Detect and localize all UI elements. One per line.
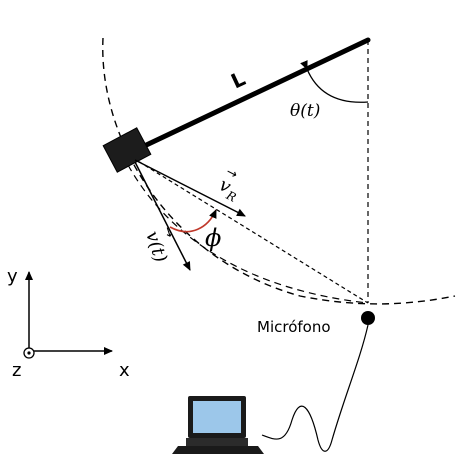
laptop-hinge: [186, 438, 248, 446]
axis-z-label: z: [12, 360, 21, 381]
radial-velocity-arrow: [134, 159, 246, 217]
microphone-dot-icon: [361, 311, 375, 325]
microphone-label: Micrófono: [257, 318, 331, 336]
speaker-block-icon: [102, 127, 152, 173]
inner-arc-dashed: [127, 164, 369, 304]
laptop-base: [172, 446, 264, 454]
laptop-screen: [193, 401, 241, 433]
phi-label: ϕ: [205, 224, 221, 252]
swing-path-dashed: [102, 37, 456, 305]
v-r-label: → v R: [216, 165, 240, 205]
rod-label: L: [227, 66, 249, 93]
theta-arc: [300, 60, 369, 103]
tangential-velocity-arrow: [134, 161, 191, 271]
axis-y-label: y: [7, 266, 18, 287]
laptop-icon: [172, 396, 264, 454]
v-t-arrow-glyph: →: [159, 225, 177, 240]
coordinate-axes: y x z: [7, 266, 130, 381]
axis-x-label: x: [119, 360, 130, 381]
theta-label: θ(t): [290, 101, 320, 121]
z-out-of-page-dot: [27, 351, 31, 355]
phi-arc: [169, 209, 217, 233]
microphone-cable: [261, 324, 369, 452]
pendulum-rod: [137, 37, 371, 151]
